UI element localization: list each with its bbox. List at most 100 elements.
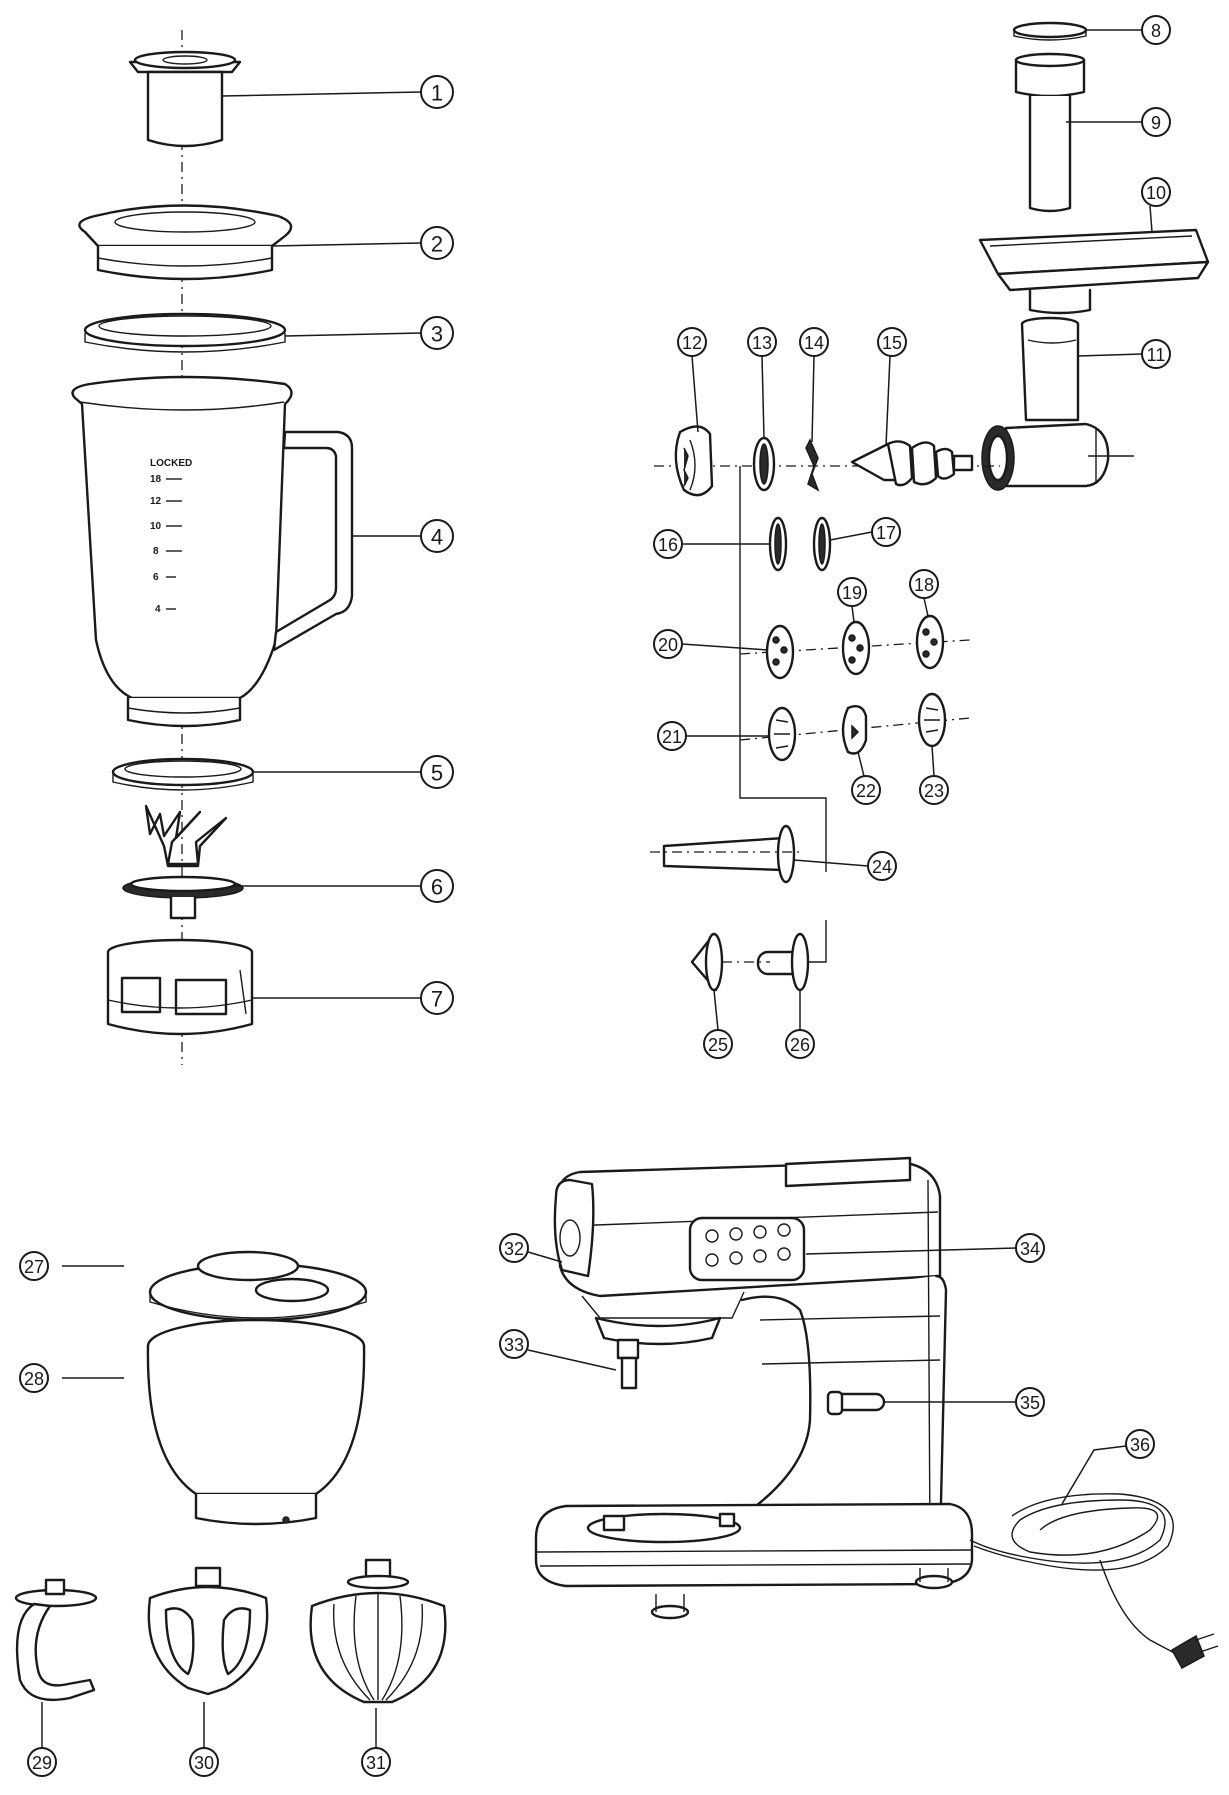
- callout-circle: [837, 577, 867, 607]
- callout-circle: [657, 721, 687, 751]
- callout-circle: [420, 75, 454, 109]
- callout-leader: [271, 242, 422, 247]
- callout-leader: [713, 989, 719, 1031]
- callout-circle: [361, 1747, 391, 1777]
- callout-leader: [851, 605, 855, 623]
- part-7-jar-base: [106, 938, 254, 1036]
- callout-circle: [1141, 339, 1171, 369]
- stand-mixer: [534, 1156, 1219, 1670]
- callout-leader: [1149, 205, 1153, 233]
- callout-circle: [799, 327, 829, 357]
- mixer-column: [698, 1179, 948, 1546]
- callout-number: 33: [504, 1335, 524, 1355]
- callout-circle: [499, 1233, 529, 1263]
- callout-number: 22: [856, 781, 876, 801]
- callout-number: 32: [504, 1239, 524, 1259]
- callout-number: 20: [658, 635, 678, 655]
- callout-number: 5: [431, 761, 443, 786]
- grinder-assembly: [650, 21, 1210, 992]
- callout-number: 31: [366, 1753, 386, 1773]
- part-2-jar-lid: [78, 204, 293, 281]
- callout-circle: [1125, 1429, 1155, 1459]
- callout-leader: [221, 91, 422, 97]
- part-31-whisk: [309, 1558, 447, 1704]
- callout-circle: [1015, 1387, 1045, 1417]
- callout-number: 27: [24, 1257, 44, 1277]
- callout-number: 7: [431, 987, 443, 1012]
- callout-number: 14: [804, 333, 824, 353]
- callout-circle: [877, 327, 907, 357]
- jar-scale-mark: 10: [150, 521, 162, 532]
- part-19-plate: [841, 620, 871, 676]
- callout-circle: [677, 327, 707, 357]
- part-26-adapter: [756, 932, 810, 992]
- part-11-grinder-body: [981, 316, 1110, 491]
- callout-leader: [527, 1251, 563, 1263]
- callout-number: 25: [708, 1035, 728, 1055]
- callout-leader: [829, 531, 873, 541]
- callout-leader: [805, 1247, 1017, 1255]
- part-25-cone: [690, 932, 724, 992]
- callout-circle: [785, 1029, 815, 1059]
- callout-number: 30: [194, 1753, 214, 1773]
- mixer-base: [534, 1502, 974, 1620]
- part-33-drive-shaft: [594, 1316, 722, 1390]
- callout-circle: [420, 226, 454, 260]
- callout-circle: [1141, 177, 1171, 207]
- callout-number: 28: [24, 1369, 44, 1389]
- callout-leader: [1061, 1445, 1127, 1505]
- callout-circle: [653, 629, 683, 659]
- callout-leader: [284, 332, 422, 337]
- callout-leader: [931, 745, 935, 777]
- callout-circle: [1141, 15, 1171, 45]
- callout-circle: [909, 569, 939, 599]
- callout-number: 35: [1020, 1393, 1040, 1413]
- callout-number: 23: [924, 781, 944, 801]
- callout-leader: [885, 355, 891, 447]
- callout-number: 1: [431, 81, 443, 106]
- callout-number: 2: [431, 232, 443, 257]
- callout-number: 17: [876, 523, 896, 543]
- callout-circle: [747, 327, 777, 357]
- callout-circle: [189, 1747, 219, 1777]
- callout-number: 4: [431, 525, 443, 550]
- callout-circle: [420, 316, 454, 350]
- jar-scale-mark: 6: [153, 572, 159, 583]
- part-23-plate: [917, 692, 947, 748]
- callout-circle: [867, 851, 897, 881]
- part-1-measuring-cap: [128, 50, 242, 148]
- part-4-blender-jar: LOCKED 18 12 10 8 6 4: [71, 375, 354, 728]
- jar-scale-header: LOCKED: [150, 458, 192, 469]
- callout-leader: [811, 355, 815, 443]
- callout-leader: [527, 1349, 617, 1371]
- part-32-front-cover: [553, 1178, 595, 1278]
- jar-scale-mark: 4: [155, 604, 161, 615]
- callout-number: 3: [431, 322, 443, 347]
- callout-number: 29: [32, 1753, 52, 1773]
- part-34-control-panel: [688, 1216, 806, 1282]
- callout-circle: [871, 517, 901, 547]
- callout-number: 24: [872, 857, 892, 877]
- part-9-food-pusher: [1014, 52, 1086, 213]
- callout-number: 12: [682, 333, 702, 353]
- callout-leader: [691, 355, 699, 433]
- callout-number: 26: [790, 1035, 810, 1055]
- part-3-sealing-ring: [83, 312, 287, 353]
- part-18-plate: [915, 614, 945, 670]
- callout-number: 21: [662, 727, 682, 747]
- callout-circle: [1015, 1233, 1045, 1263]
- part-5-gasket: [111, 757, 255, 791]
- callout-number: 6: [431, 875, 443, 900]
- part-20-plate: [765, 624, 795, 680]
- callout-circle: [27, 1747, 57, 1777]
- callout-number: 18: [914, 575, 934, 595]
- jar-scale: 18 12 10 8 6 4: [150, 474, 182, 615]
- callout-leader: [681, 643, 769, 651]
- callout-circle: [653, 529, 683, 559]
- callout-number: 10: [1146, 183, 1166, 203]
- callout-circle: [420, 981, 454, 1015]
- callout-number: 15: [882, 333, 902, 353]
